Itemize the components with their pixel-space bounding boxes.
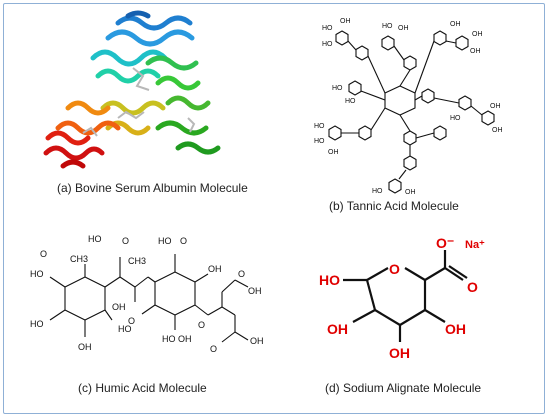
- svg-text:O: O: [40, 249, 47, 259]
- svg-text:OH: OH: [78, 342, 92, 352]
- svg-text:OH: OH: [492, 127, 503, 134]
- caption-b: (b) Tannic Acid Molecule: [329, 199, 459, 213]
- svg-text:OH: OH: [112, 302, 126, 312]
- figure-frame: [3, 3, 545, 414]
- svg-text:HO: HO: [118, 324, 132, 334]
- oh-right: OH: [445, 321, 466, 337]
- svg-text:OH: OH: [470, 48, 481, 55]
- ring-oxygen: O: [389, 261, 400, 277]
- panel-sodium-alginate: O HO OH OH OH O⁻ Na⁺ O: [305, 230, 505, 375]
- svg-text:OH: OH: [250, 336, 264, 346]
- svg-text:HO: HO: [382, 23, 393, 30]
- svg-text:CH3: CH3: [70, 254, 88, 264]
- oh-lower-left: OH: [327, 321, 348, 337]
- panel-bsa: [38, 8, 238, 173]
- svg-text:HO: HO: [314, 123, 325, 130]
- svg-text:OH: OH: [248, 286, 262, 296]
- caption-a: (a) Bovine Serum Albumin Molecule: [57, 181, 248, 195]
- panel-humic-acid: HO O HO OH CH3 HO O OH HO CH3 HO O OH O …: [30, 232, 270, 372]
- caption-c: (c) Humic Acid Molecule: [78, 381, 207, 395]
- humic-acid-structure: HO O HO OH CH3 HO O OH HO CH3 HO O OH O …: [30, 234, 264, 354]
- svg-text:OH: OH: [398, 25, 409, 32]
- svg-text:OH: OH: [490, 103, 501, 110]
- svg-text:HO: HO: [158, 236, 172, 246]
- sodium-ion: Na⁺: [465, 239, 485, 251]
- oh-bottom: OH: [389, 345, 410, 361]
- svg-text:O: O: [238, 269, 245, 279]
- svg-text:HO: HO: [450, 115, 461, 122]
- ho-left: HO: [319, 272, 340, 288]
- sodium-alginate-structure: O HO OH OH OH O⁻ Na⁺ O: [319, 235, 485, 361]
- svg-text:HO: HO: [88, 234, 102, 244]
- svg-text:HO: HO: [162, 334, 176, 344]
- svg-text:HO: HO: [322, 41, 333, 48]
- svg-text:HO: HO: [372, 188, 383, 195]
- svg-text:HO: HO: [314, 138, 325, 145]
- svg-text:O: O: [128, 316, 135, 326]
- svg-text:HO: HO: [30, 269, 44, 279]
- carboxylate-o-minus: O⁻: [436, 235, 454, 251]
- svg-text:O: O: [122, 236, 129, 246]
- svg-text:OH: OH: [405, 189, 416, 196]
- svg-text:HO: HO: [30, 319, 44, 329]
- svg-text:HO: HO: [332, 85, 343, 92]
- svg-text:CH3: CH3: [128, 256, 146, 266]
- svg-text:O: O: [180, 236, 187, 246]
- svg-text:OH: OH: [178, 334, 192, 344]
- svg-text:HO: HO: [322, 25, 333, 32]
- svg-text:O: O: [198, 320, 205, 330]
- svg-text:OH: OH: [208, 264, 222, 274]
- bsa-ribbon-image: [43, 10, 221, 169]
- svg-text:OH: OH: [472, 31, 483, 38]
- svg-text:O: O: [210, 344, 217, 354]
- svg-text:HO: HO: [345, 98, 356, 105]
- svg-text:OH: OH: [450, 21, 461, 28]
- svg-text:OH: OH: [340, 18, 351, 25]
- carbonyl-oxygen: O: [467, 279, 478, 295]
- svg-text:OH: OH: [328, 149, 339, 156]
- caption-d: (d) Sodium Alignate Molecule: [325, 381, 482, 395]
